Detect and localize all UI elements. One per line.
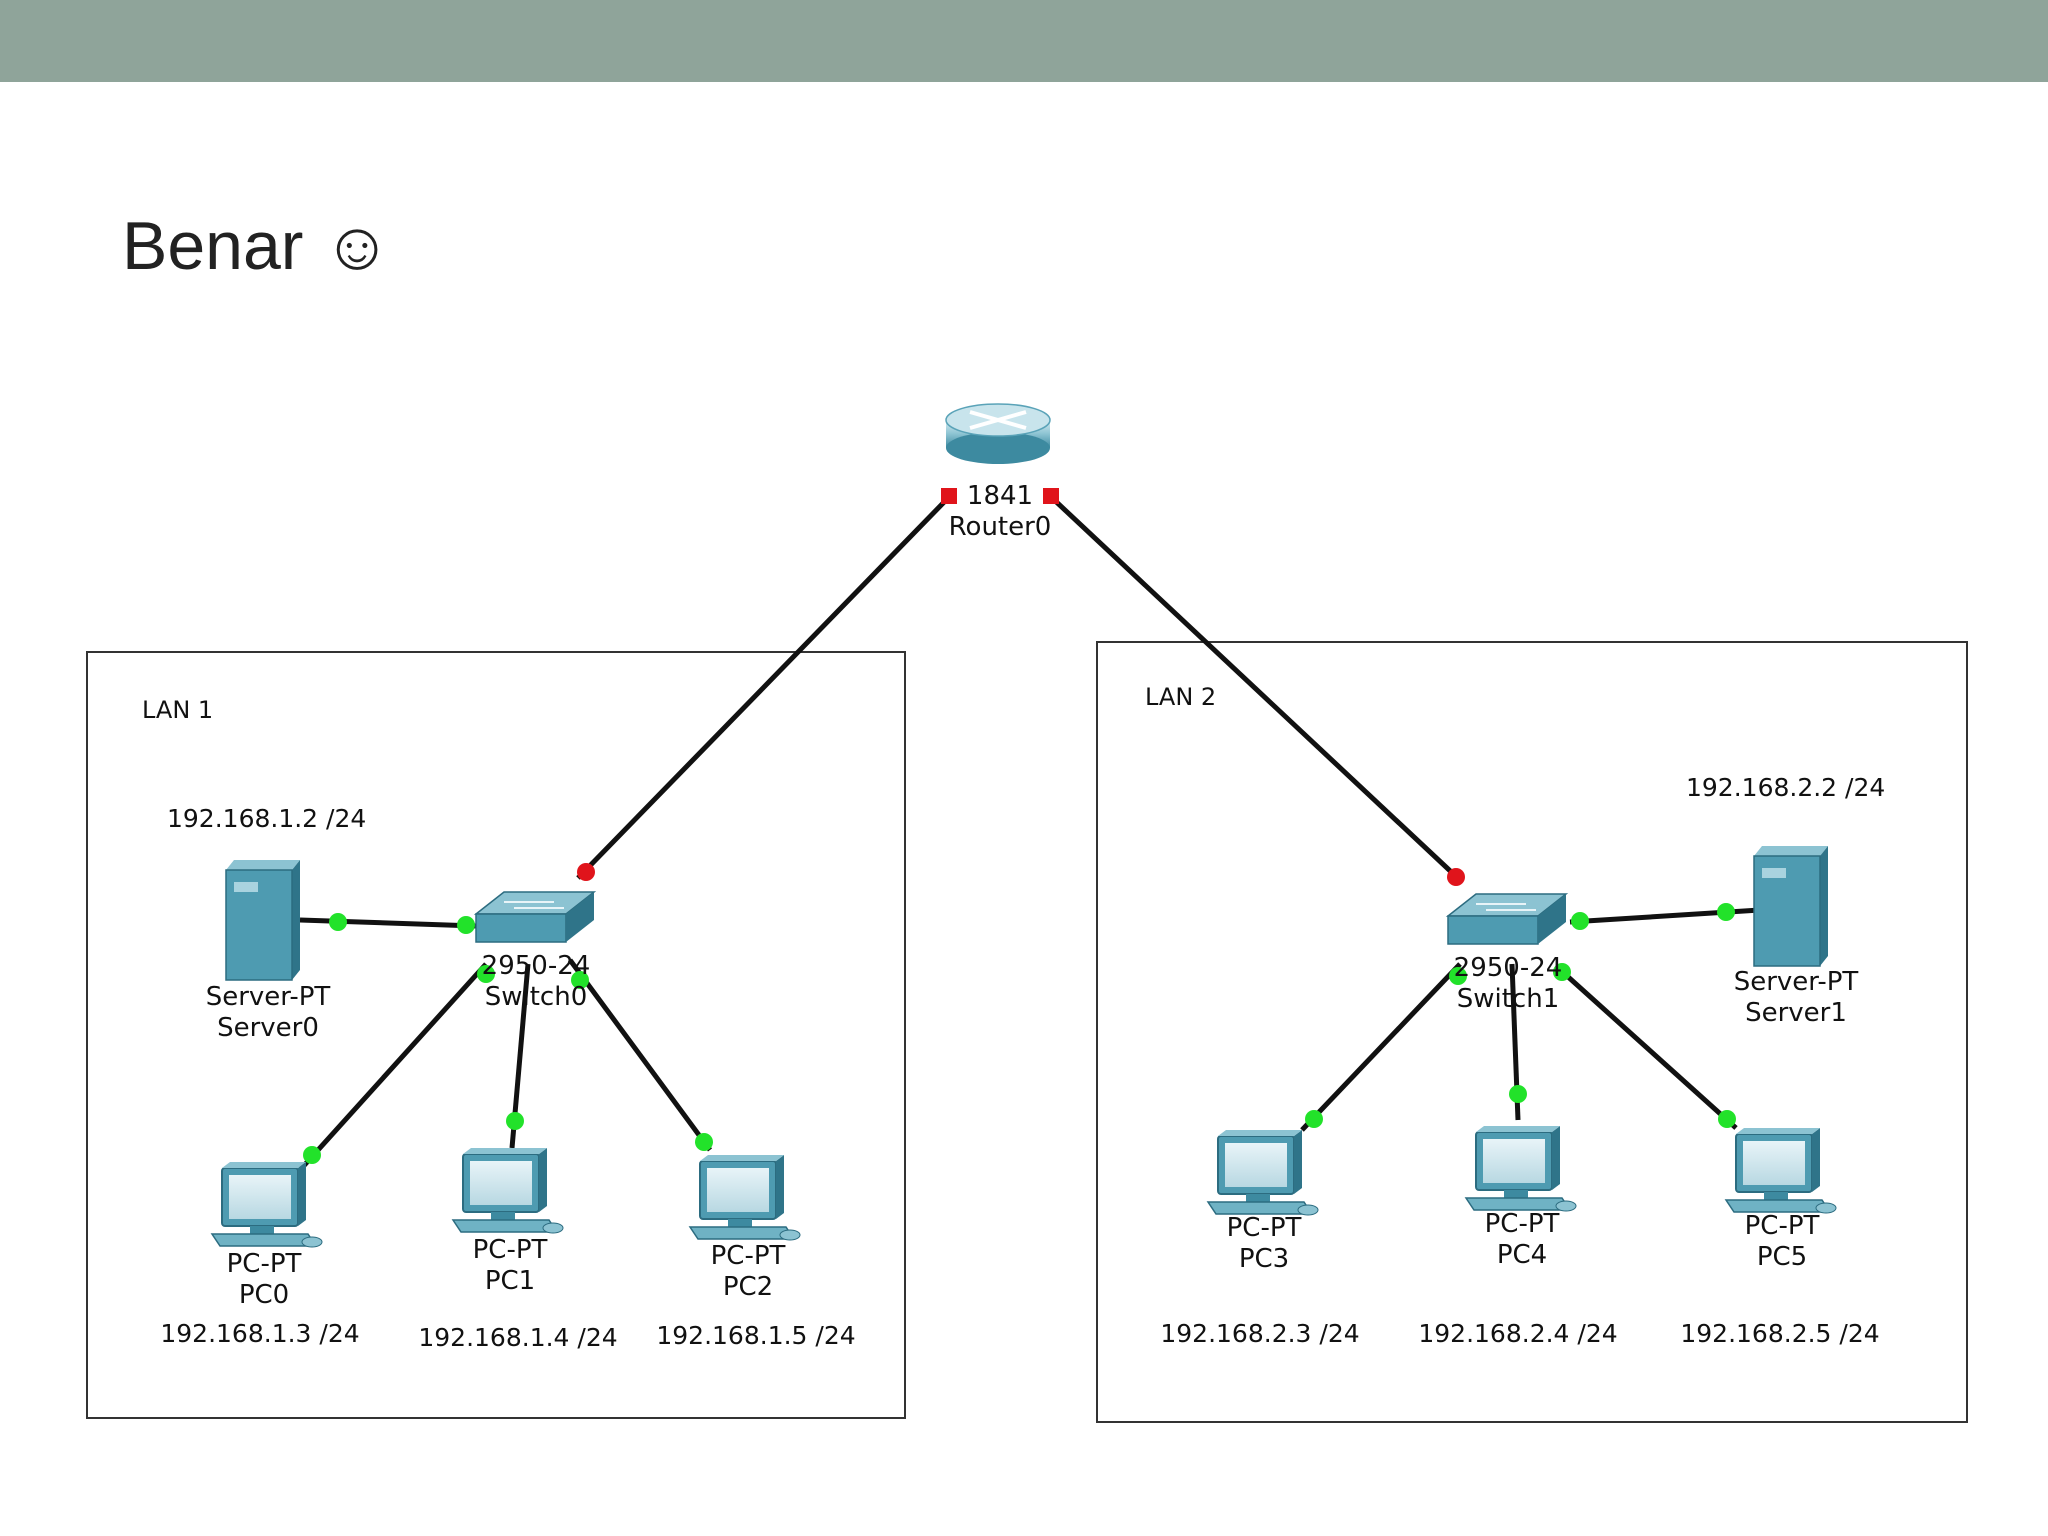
lan2-label: LAN 2 — [1145, 683, 1216, 711]
link-switch1-pc3 — [1300, 962, 1462, 1132]
switch0-model-label: 2950-24 — [482, 951, 591, 981]
pc1-type-label: PC-PT — [473, 1235, 548, 1265]
link-switch1-pc5 — [1554, 964, 1738, 1130]
pc0-name-label: PC0 — [239, 1280, 289, 1310]
port-up-led — [1553, 963, 1571, 981]
pc1-icon[interactable] — [452, 1147, 564, 1234]
port-up-led — [695, 1133, 713, 1151]
router-icon[interactable] — [945, 403, 1051, 464]
switch1-model-label: 2950-24 — [1454, 953, 1563, 983]
pc5-name-label: PC5 — [1757, 1242, 1807, 1272]
port-up-led — [329, 913, 347, 931]
pc5-icon[interactable] — [1725, 1127, 1837, 1214]
port-up-led — [506, 1112, 524, 1130]
link-router-switch1 — [1048, 494, 1464, 884]
port-up-led — [303, 1146, 321, 1164]
links — [298, 494, 1761, 1172]
port-down-led — [941, 488, 957, 504]
port-up-led — [1449, 967, 1467, 985]
server0-type-label: Server-PT — [206, 982, 331, 1012]
link-router-switch0 — [576, 494, 952, 880]
header-bar — [0, 0, 2048, 82]
port-down-led — [1447, 868, 1465, 886]
port-up-led — [457, 916, 475, 934]
pc5-ip-label: 192.168.2.5 /24 — [1680, 1319, 1879, 1348]
server1-icon[interactable] — [1753, 845, 1829, 967]
port-up-led — [477, 965, 495, 983]
switch0-icon[interactable] — [475, 891, 595, 943]
server1-type-label: Server-PT — [1734, 967, 1859, 997]
slide-title: Benar ☺ — [122, 208, 392, 284]
port-up-led — [1571, 912, 1589, 930]
pc4-icon[interactable] — [1465, 1125, 1577, 1212]
router-model-label: 1841 — [967, 481, 1033, 511]
port-down-led — [577, 863, 595, 881]
pc4-type-label: PC-PT — [1485, 1209, 1560, 1239]
server1-name-label: Server1 — [1745, 998, 1847, 1028]
port-up-led — [571, 971, 589, 989]
pc3-name-label: PC3 — [1239, 1244, 1289, 1274]
pc1-ip-label: 192.168.1.4 /24 — [418, 1323, 617, 1352]
pc1-name-label: PC1 — [485, 1266, 535, 1296]
port-up-led — [1305, 1110, 1323, 1128]
lan1-boundary — [86, 651, 906, 1419]
port-up-led — [1717, 903, 1735, 921]
pc4-ip-label: 192.168.2.4 /24 — [1418, 1319, 1617, 1348]
port-indicators — [303, 488, 1736, 1164]
server0-icon[interactable] — [225, 859, 301, 981]
pc3-type-label: PC-PT — [1227, 1213, 1302, 1243]
pc3-icon[interactable] — [1207, 1129, 1319, 1216]
lan2-boundary — [1096, 641, 1968, 1423]
lan1-label: LAN 1 — [142, 696, 213, 724]
router-name-label: Router0 — [949, 512, 1052, 542]
pc0-type-label: PC-PT — [227, 1249, 302, 1279]
pc0-icon[interactable] — [211, 1161, 323, 1248]
switch1-icon[interactable] — [1447, 893, 1567, 945]
port-down-led — [1043, 488, 1059, 504]
pc5-type-label: PC-PT — [1745, 1211, 1820, 1241]
pc2-type-label: PC-PT — [711, 1241, 786, 1271]
switch1-name-label: Switch1 — [1457, 984, 1560, 1014]
pc4-name-label: PC4 — [1497, 1240, 1547, 1270]
server1-ip-label: 192.168.2.2 /24 — [1686, 773, 1885, 802]
server0-name-label: Server0 — [217, 1013, 319, 1043]
server0-ip-label: 192.168.1.2 /24 — [167, 804, 366, 833]
link-switch0-server0 — [299, 917, 477, 929]
port-up-led — [1509, 1085, 1527, 1103]
pc0-ip-label: 192.168.1.3 /24 — [160, 1319, 359, 1348]
switch0-name-label: Switch0 — [485, 982, 588, 1012]
link-switch0-pc2 — [567, 958, 713, 1152]
link-switch0-pc0 — [298, 962, 488, 1172]
pc2-ip-label: 192.168.1.5 /24 — [656, 1321, 855, 1350]
port-up-led — [1718, 1110, 1736, 1128]
pc3-ip-label: 192.168.2.3 /24 — [1160, 1319, 1359, 1348]
pc2-icon[interactable] — [689, 1154, 801, 1241]
pc2-name-label: PC2 — [723, 1272, 773, 1302]
